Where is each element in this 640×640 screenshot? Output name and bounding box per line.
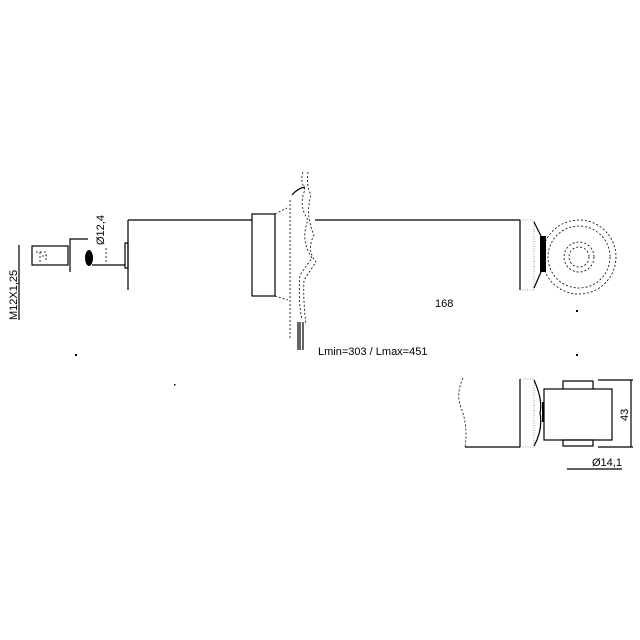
main-tube <box>315 219 542 291</box>
length-label: 168 <box>435 298 453 310</box>
lower-eye-side <box>540 219 617 295</box>
spring-seat-plate <box>291 171 317 350</box>
seal-ring <box>85 250 93 266</box>
eye-bore-label: Ø14,1 <box>592 457 622 469</box>
eye-width-label: 43 <box>619 409 631 421</box>
dots <box>75 310 578 386</box>
thread-label: M12X1,25 <box>8 270 20 320</box>
rod-diameter-label: Ø12,4 <box>95 215 107 245</box>
bushing <box>540 236 546 272</box>
lower-eye-front <box>458 377 633 470</box>
upper-body <box>127 200 291 340</box>
thread-stud <box>31 238 129 272</box>
stroke-label: Lmin=303 / Lmax=451 <box>318 346 427 358</box>
